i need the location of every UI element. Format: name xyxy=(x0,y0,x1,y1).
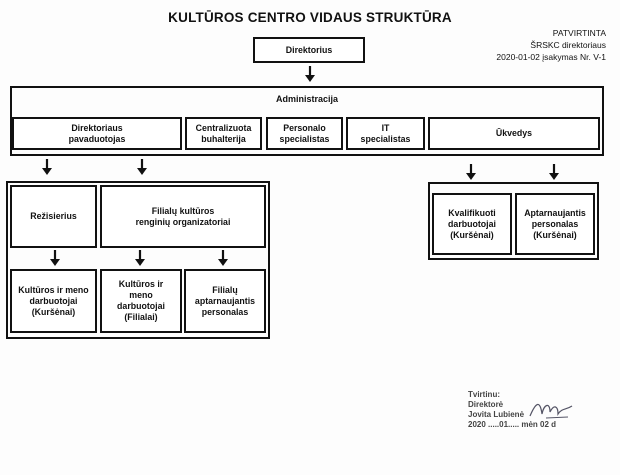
node-director-stage: Režisierius xyxy=(10,185,97,248)
approval-line-2: ŠRSKC direktoriaus xyxy=(530,40,606,50)
node-household: Ūkvedys xyxy=(428,117,600,150)
node-art-workers-kursenai-label: Kultūros ir meno darbuotojai (Kuršėnai) xyxy=(18,284,89,317)
signature-line-2: Direktorė xyxy=(468,400,504,409)
node-administration-label: Administracija xyxy=(275,94,339,104)
arrow-down-icon xyxy=(50,250,60,266)
node-art-workers-branches: Kultūros ir meno darbuotojai (Filialai) xyxy=(100,269,182,333)
node-qualified-workers-label: Kvalifikuoti darbuotojai (Kuršėnai) xyxy=(448,207,496,240)
node-branch-organizers-label: Filialų kultūros renginių organizatoriai xyxy=(135,205,231,227)
handwritten-signature-icon xyxy=(529,403,573,419)
node-deputy: Direktoriaus pavaduotojas xyxy=(12,117,182,150)
node-central-accounting-label: Centralizuota buhalterija xyxy=(195,122,252,144)
arrow-down-icon xyxy=(305,66,315,82)
node-director-stage-label: Režisierius xyxy=(30,211,77,221)
node-it-label: IT specialistas xyxy=(360,122,411,144)
node-branch-organizers: Filialų kultūros renginių organizatoriai xyxy=(100,185,266,248)
arrow-down-icon xyxy=(135,250,145,266)
node-director: Direktorius xyxy=(253,37,365,63)
node-branch-service-staff-label: Filialų aptarnaujantis personalas xyxy=(194,284,256,317)
node-service-staff: Aptarnaujantis personalas (Kuršėnai) xyxy=(515,193,595,255)
arrow-down-icon xyxy=(42,159,52,175)
arrow-down-icon xyxy=(466,164,476,180)
arrow-down-icon xyxy=(549,164,559,180)
node-personnel: Personalo specialistas xyxy=(266,117,343,150)
approval-stamp: PATVIRTINTA ŠRSKC direktoriaus 2020-01-0… xyxy=(496,27,606,63)
node-central-accounting: Centralizuota buhalterija xyxy=(185,117,262,150)
node-service-staff-label: Aptarnaujantis personalas (Kuršėnai) xyxy=(524,207,586,240)
arrow-down-icon xyxy=(218,250,228,266)
signature-line-3: Jovita Lubienė xyxy=(468,410,525,419)
node-it: IT specialistas xyxy=(346,117,425,150)
signature-block: Tvirtinu: Direktorė Jovita Lubienė 2020 … xyxy=(468,390,556,430)
node-art-workers-branches-label: Kultūros ir meno darbuotojai (Filialai) xyxy=(117,279,165,322)
household-group-frame xyxy=(428,182,599,260)
node-personnel-label: Personalo specialistas xyxy=(279,122,330,144)
node-household-label: Ūkvedys xyxy=(495,128,533,138)
approval-line-1: PATVIRTINTA xyxy=(552,28,606,38)
administration-frame xyxy=(10,86,604,156)
node-qualified-workers: Kvalifikuoti darbuotojai (Kuršėnai) xyxy=(432,193,512,255)
node-director-label: Direktorius xyxy=(285,44,333,55)
node-art-workers-kursenai: Kultūros ir meno darbuotojai (Kuršėnai) xyxy=(10,269,97,333)
page-title: KULTŪROS CENTRO VIDAUS STRUKTŪRA xyxy=(168,10,452,25)
signature-line-1: Tvirtinu: xyxy=(468,390,500,399)
deputy-group-frame xyxy=(6,181,270,339)
arrow-down-icon xyxy=(137,159,147,175)
node-branch-service-staff: Filialų aptarnaujantis personalas xyxy=(184,269,266,333)
approval-line-3: 2020-01-02 įsakymas Nr. V-1 xyxy=(496,52,606,62)
signature-line-4: 2020 .....01..... mėn 02 d xyxy=(468,420,557,429)
node-deputy-label: Direktoriaus pavaduotojas xyxy=(68,122,126,144)
